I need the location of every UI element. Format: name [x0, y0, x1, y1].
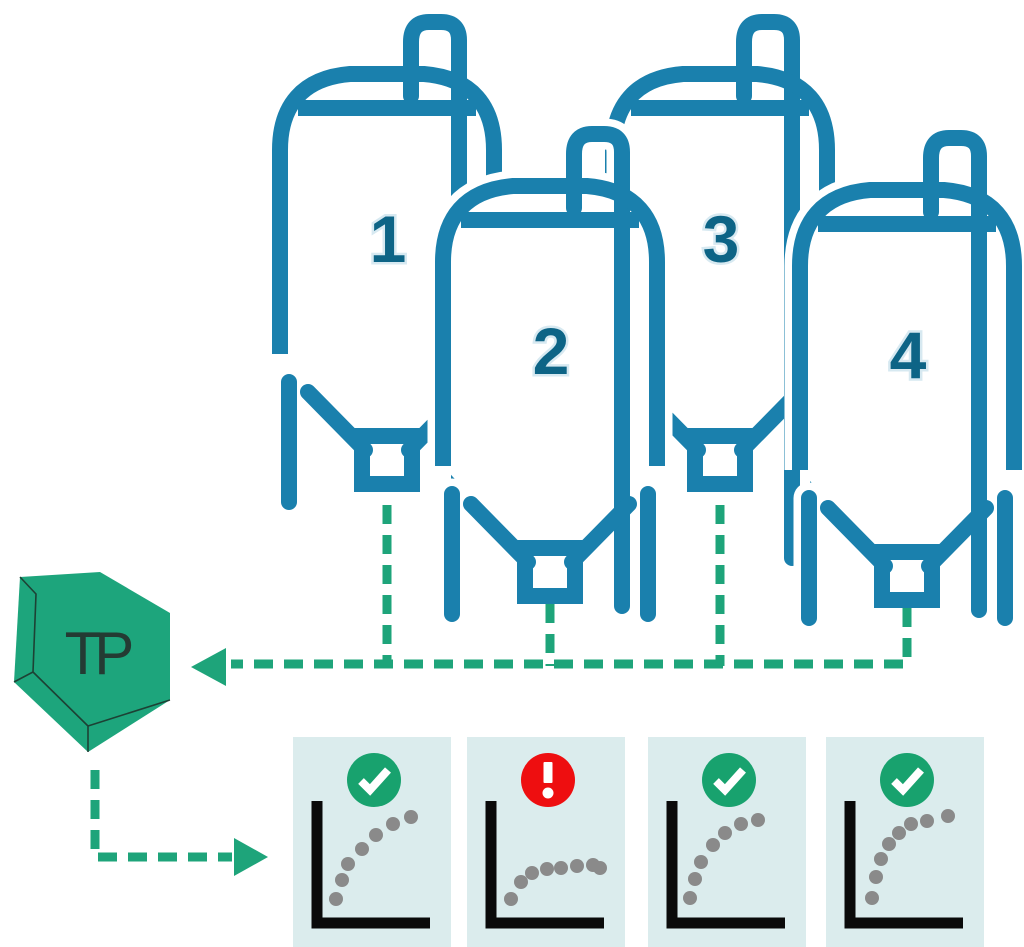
data-point	[892, 826, 906, 840]
data-point	[920, 814, 934, 828]
chart-dots	[329, 810, 418, 906]
chart-card-2	[467, 737, 625, 947]
data-point	[554, 861, 568, 875]
data-point	[734, 817, 748, 831]
fermentation-tank-3-icon: 3	[613, 22, 827, 558]
data-point	[865, 891, 879, 905]
chart-axes	[844, 801, 963, 929]
data-point	[404, 810, 418, 824]
chart-axes	[485, 801, 604, 929]
chart-dots	[865, 809, 955, 905]
hexagon-shape	[14, 572, 170, 752]
data-point	[904, 817, 918, 831]
status-alert-icon	[521, 753, 575, 807]
data-point	[335, 873, 349, 887]
data-point	[525, 866, 539, 880]
data-point	[329, 892, 343, 906]
data-point	[570, 859, 584, 873]
data-point	[683, 891, 697, 905]
tank-number: 3	[703, 202, 740, 276]
data-point	[386, 817, 400, 831]
data-point	[688, 872, 702, 886]
fermentation-tank-2-icon: 2	[443, 134, 657, 614]
flow-line-output	[90, 770, 232, 862]
data-point	[874, 852, 888, 866]
data-point	[694, 855, 708, 869]
data-point	[941, 809, 955, 823]
data-point	[504, 892, 518, 906]
flow-line-trunk	[231, 608, 912, 669]
chart-card-3	[648, 737, 806, 947]
arrow-right-icon	[234, 838, 268, 876]
data-point	[355, 842, 369, 856]
chart-dots	[504, 858, 607, 906]
chart-card-1	[293, 737, 451, 947]
hexagon-facet-lines	[13, 576, 171, 752]
data-point	[540, 862, 554, 876]
fermentation-tank-4-icon: 4	[800, 138, 1014, 618]
data-point	[593, 861, 607, 875]
arrow-left-icon	[191, 648, 226, 686]
data-point	[718, 826, 732, 840]
fermentation-tank-1-icon: 1	[280, 22, 494, 558]
status-ok-icon	[702, 753, 756, 807]
chart-dots	[683, 813, 765, 905]
tank-number: 4	[890, 318, 927, 392]
tank-number: 2	[533, 314, 570, 388]
data-point	[869, 870, 883, 884]
chart-card-4	[826, 737, 984, 947]
chart-axes	[311, 801, 430, 929]
chart-axes	[666, 801, 785, 929]
data-point	[751, 813, 765, 827]
logo-text: TP	[65, 620, 132, 687]
data-point	[882, 837, 896, 851]
tank-number: 1	[370, 202, 407, 276]
status-ok-icon	[880, 753, 934, 807]
status-ok-icon	[347, 753, 401, 807]
data-point	[514, 875, 528, 889]
data-point	[341, 857, 355, 871]
data-point	[706, 838, 720, 852]
data-point	[369, 828, 383, 842]
logo-hexagon: TP	[13, 572, 171, 752]
